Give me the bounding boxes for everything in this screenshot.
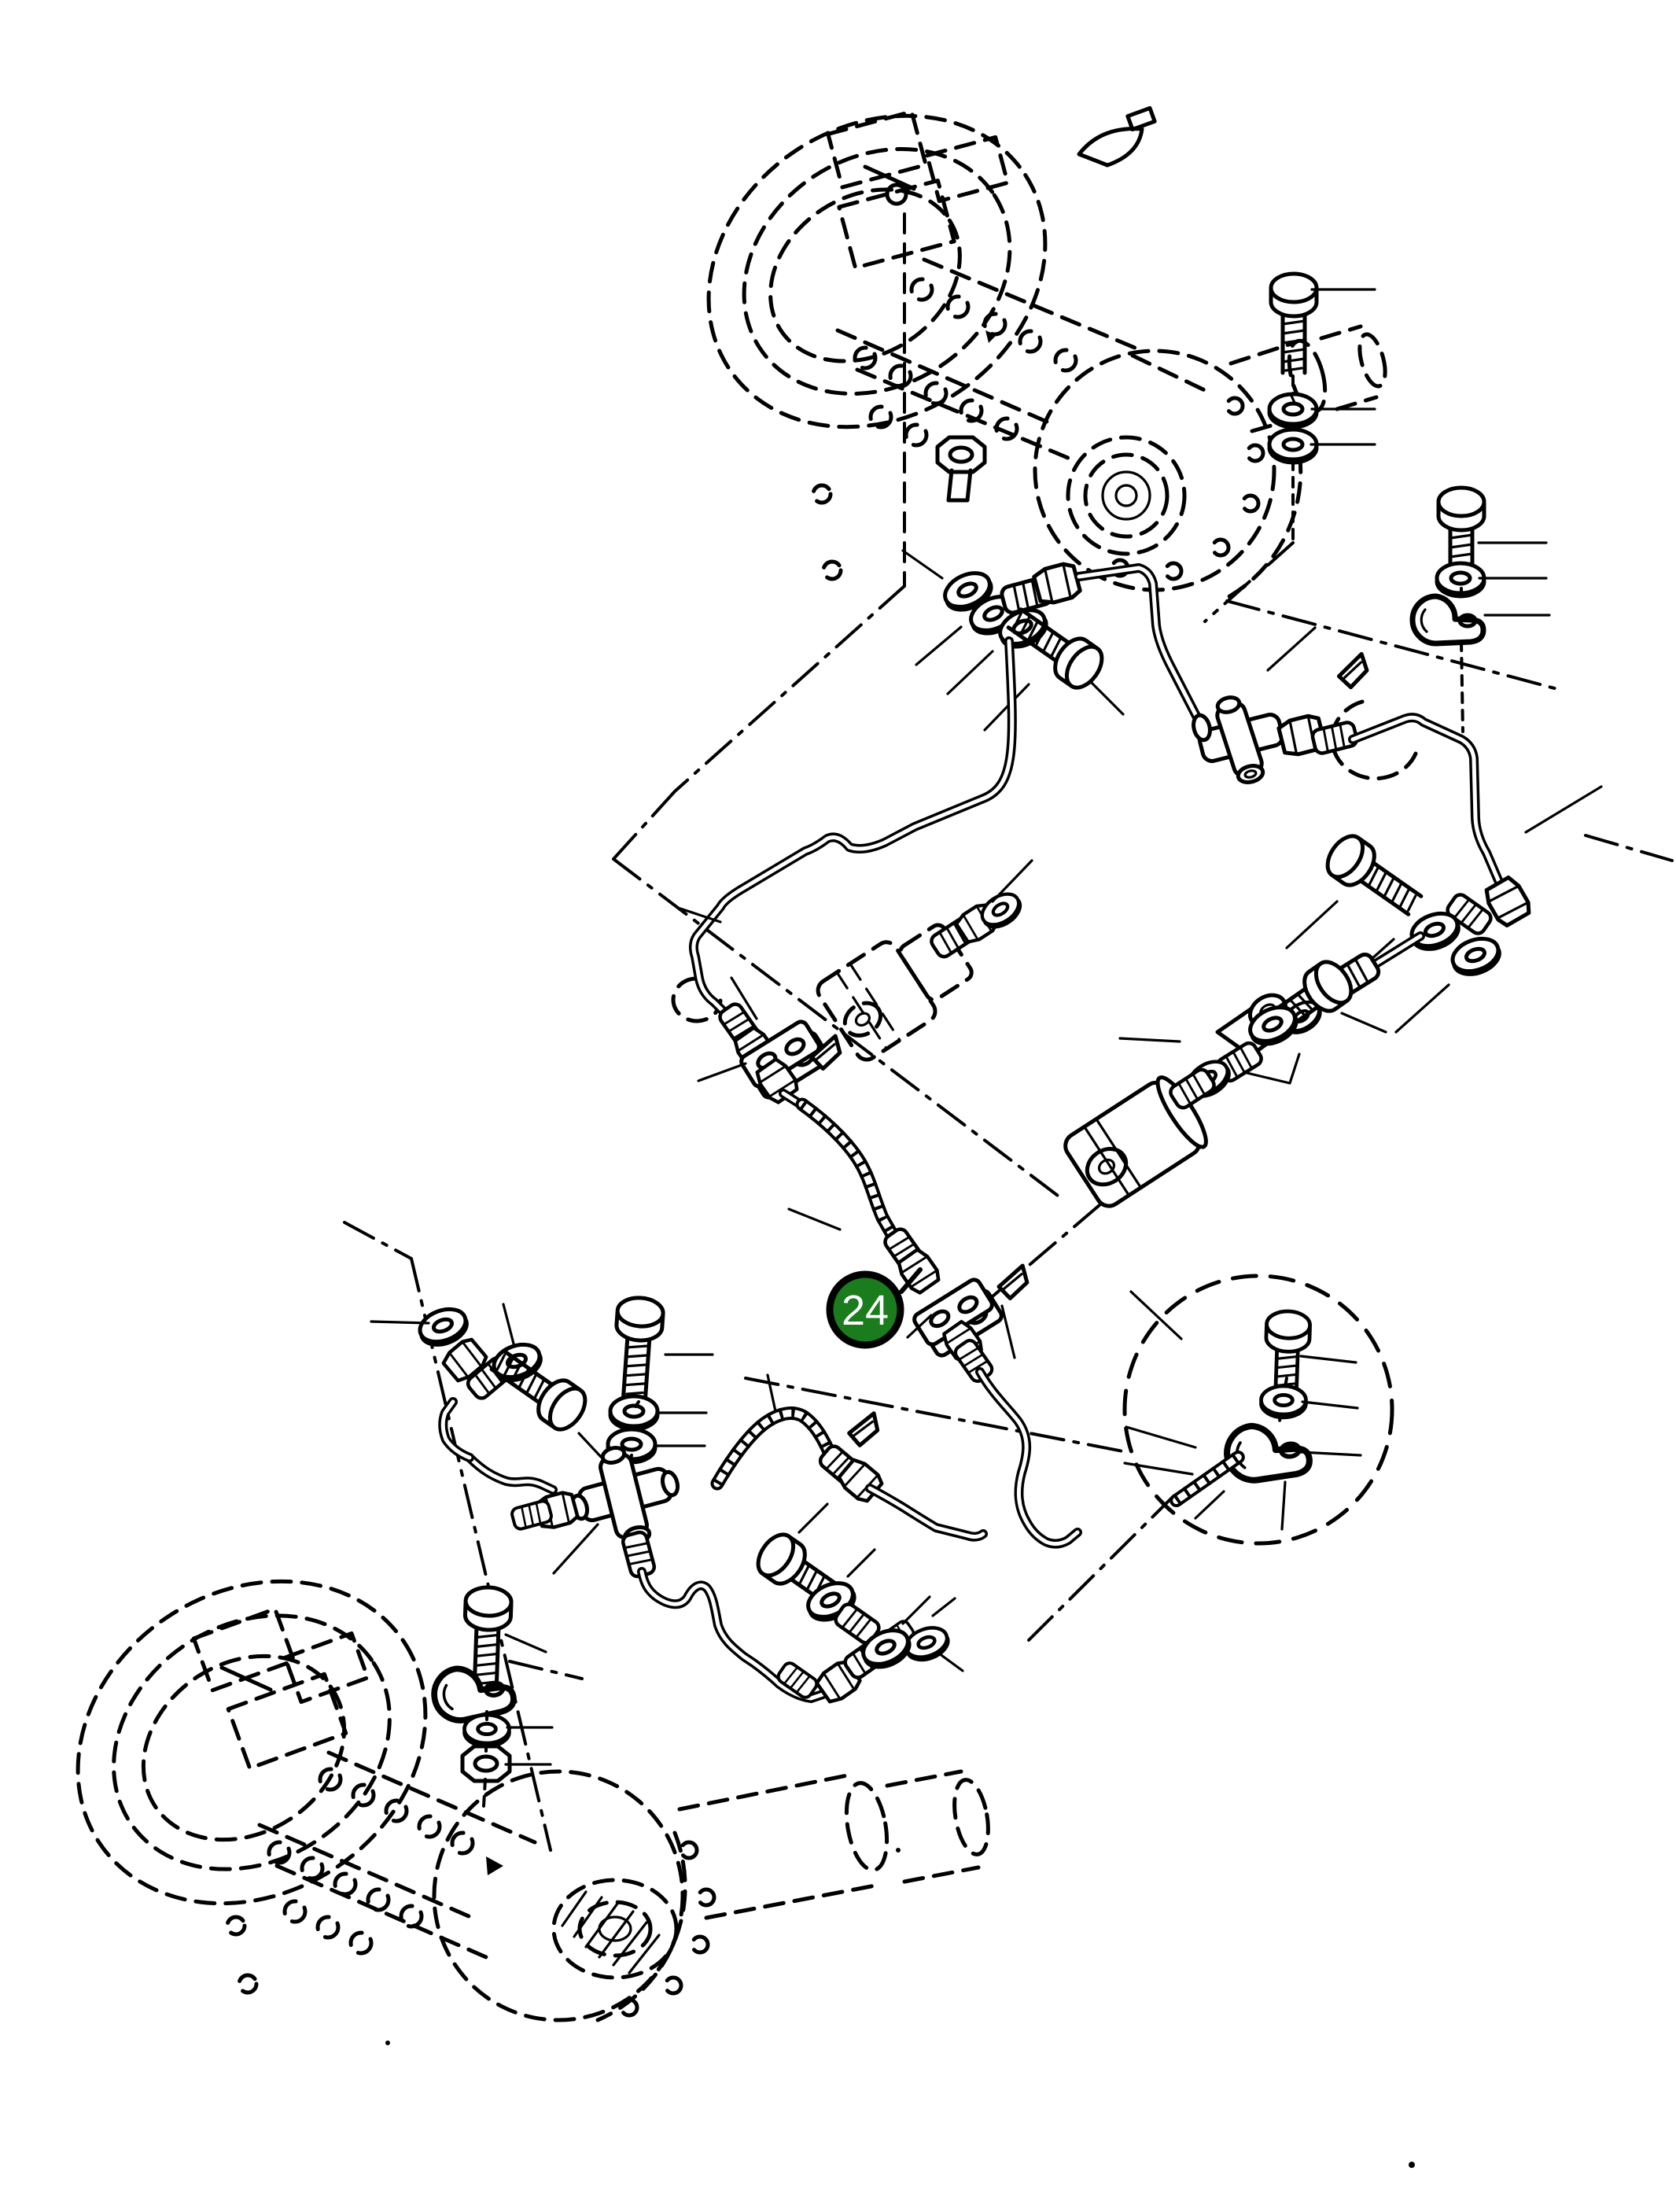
differential-housing [1033, 348, 1303, 600]
axle-tube-stub [677, 1769, 990, 1920]
leader-lines [906, 1304, 1016, 1359]
hex-bolt [1321, 830, 1427, 924]
flat-washer [1262, 1386, 1306, 1418]
flexible-hose-upper-group [730, 976, 1082, 1549]
leader-line [679, 907, 722, 924]
leader-lines [931, 1597, 964, 1672]
leader-lines [1194, 1355, 1362, 1531]
lower-s-pipe-group [621, 1531, 964, 1705]
detail-circle-group [1122, 1274, 1394, 1546]
leader-lines [730, 976, 842, 1231]
leader-line [552, 1523, 599, 1575]
bottom-axle-assembly [76, 1579, 990, 2045]
left-brake-cylinder-group [816, 859, 1033, 1062]
top-axle-assembly [706, 105, 1387, 600]
leader-lines [1309, 288, 1376, 446]
axle-arm-bolt-holes [257, 1750, 537, 1959]
bolt-washer-stack [608, 1296, 714, 1468]
callout-number: 24 [842, 1287, 889, 1334]
bracket-detail [1077, 127, 1144, 168]
bottom-middle-bolt-group [751, 1502, 931, 1674]
hose-stub [1170, 1450, 1245, 1508]
spring-washer [1269, 394, 1317, 427]
callout-leader [899, 1267, 923, 1294]
detail-circle-border [1122, 1274, 1394, 1546]
leader-lines [1477, 541, 1551, 617]
pipe-clip [846, 1414, 880, 1447]
phantom-lines [343, 212, 1674, 1852]
axle-arm-bolt-holes [835, 257, 1214, 465]
right-brake-cylinder-group [991, 931, 1425, 1298]
clamp-stack-bottom-left [430, 1587, 554, 1808]
hex-bolt [1271, 274, 1317, 373]
leader-lines [656, 1353, 714, 1447]
pipe-clip [1335, 654, 1370, 689]
phantom-loop [671, 976, 723, 1023]
leader-lines [901, 549, 1125, 732]
lower-cross-fitting-group [370, 1296, 714, 1575]
brake-pad-plates [826, 109, 1010, 343]
bolt-washer-stack-top-right [1269, 274, 1376, 544]
stray-dot [385, 2041, 390, 2045]
leader-lines [1123, 1290, 1197, 1476]
flat-washer [1269, 429, 1317, 463]
callout-circle[interactable] [826, 1270, 904, 1349]
p-clamp [430, 1660, 516, 1724]
stray-dot [896, 1848, 901, 1853]
upper-tee-fitting-group [1074, 563, 1603, 1034]
leader-line [991, 859, 1033, 903]
leader-lines [504, 1633, 554, 1766]
leader-line [697, 1062, 747, 1082]
small-tab [1125, 105, 1157, 132]
p-clamp [1413, 596, 1483, 643]
pipe-clamp-stack-top-right [1335, 488, 1551, 733]
pipe-clip [995, 1266, 1030, 1300]
callout-24[interactable]: 24 [826, 1267, 923, 1349]
hex-bolt [612, 1296, 665, 1399]
hex-bolt-on-housing [937, 437, 985, 503]
leader-line [766, 1373, 777, 1413]
brake-pad-plates [191, 1606, 370, 1771]
differential-housing [432, 1769, 716, 2022]
stray-dot [1409, 2162, 1415, 2168]
upper-banjo-washer-row [901, 549, 1125, 732]
leader-line [1340, 1012, 1387, 1034]
leader-line [1524, 785, 1603, 834]
leader-lines [370, 1303, 602, 1458]
leader-lines [797, 1502, 931, 1625]
flexible-hose-lower-group [710, 1373, 988, 1542]
leader-line [1266, 626, 1317, 672]
